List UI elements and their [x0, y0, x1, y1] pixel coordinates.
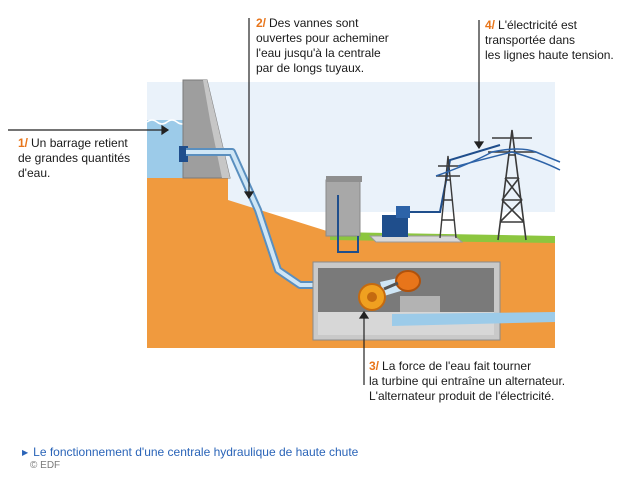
- callout-gates: 2/Des vannes sont ouvertes pour achemine…: [256, 16, 389, 76]
- callout-dam-line-3: d'eau.: [18, 166, 51, 180]
- reservoir-waves: [146, 119, 188, 125]
- station-building: [325, 179, 361, 237]
- callout-leader-lines: [8, 18, 485, 385]
- callout-power-lines-line-3: les lignes haute tension.: [485, 48, 614, 62]
- callout-dam-line-2: de grandes quantités: [18, 151, 131, 165]
- callout-turbine-number: 3/: [369, 359, 380, 373]
- caret-right-icon: ▶: [22, 447, 29, 457]
- credit-text: © EDF: [30, 460, 61, 471]
- gate-valve: [179, 146, 188, 162]
- transformer-cap: [396, 206, 410, 218]
- callout-turbine-line-1: La force de l'eau fait tourner: [382, 359, 532, 373]
- callout-dam: 1/Un barrage retient de grandes quantité…: [18, 136, 130, 181]
- callout-power-lines-line-2: transportée dans: [485, 33, 576, 47]
- transformer-platform: [368, 235, 464, 243]
- caption-link[interactable]: ▶ Le fonctionnement d'une centrale hydra…: [22, 445, 358, 459]
- callout-power-lines: 4/L'électricité est transportée dans les…: [485, 18, 614, 63]
- callout-dam-number: 1/: [18, 136, 29, 150]
- callout-gates-line-3: l'eau jusqu'à la centrale: [256, 46, 381, 60]
- alternator-shaft: [383, 281, 399, 291]
- pylon-large: [488, 129, 536, 241]
- callout-turbine-line-3: L'alternateur produit de l'électricité.: [369, 389, 555, 403]
- pylon-small: [436, 155, 460, 239]
- callout-gates-line-2: ouvertes pour acheminer: [256, 31, 389, 45]
- callout-gates-line-1: Des vannes sont: [269, 16, 359, 30]
- alternator: [395, 270, 421, 292]
- callout-gates-line-4: par de longs tuyaux.: [256, 61, 365, 75]
- tailrace-water: [392, 312, 555, 326]
- callout-gates-number: 2/: [256, 16, 267, 30]
- transformer-block: [382, 215, 408, 237]
- caption-text: Le fonctionnement d'une centrale hydraul…: [33, 445, 359, 459]
- station-building-roof: [326, 176, 362, 182]
- callout-turbine: 3/La force de l'eau fait tourner la turb…: [369, 359, 565, 404]
- cavern-steps: [400, 296, 440, 312]
- hv-line-2: [435, 148, 561, 177]
- callout-power-lines-number: 4/: [485, 18, 496, 32]
- turbine-hub: [367, 292, 377, 302]
- callout-power-lines-line-1: L'électricité est: [498, 18, 578, 32]
- callout-turbine-line-2: la turbine qui entraîne un alternateur.: [369, 374, 566, 388]
- callout-dam-line-1: Un barrage retient: [31, 136, 128, 150]
